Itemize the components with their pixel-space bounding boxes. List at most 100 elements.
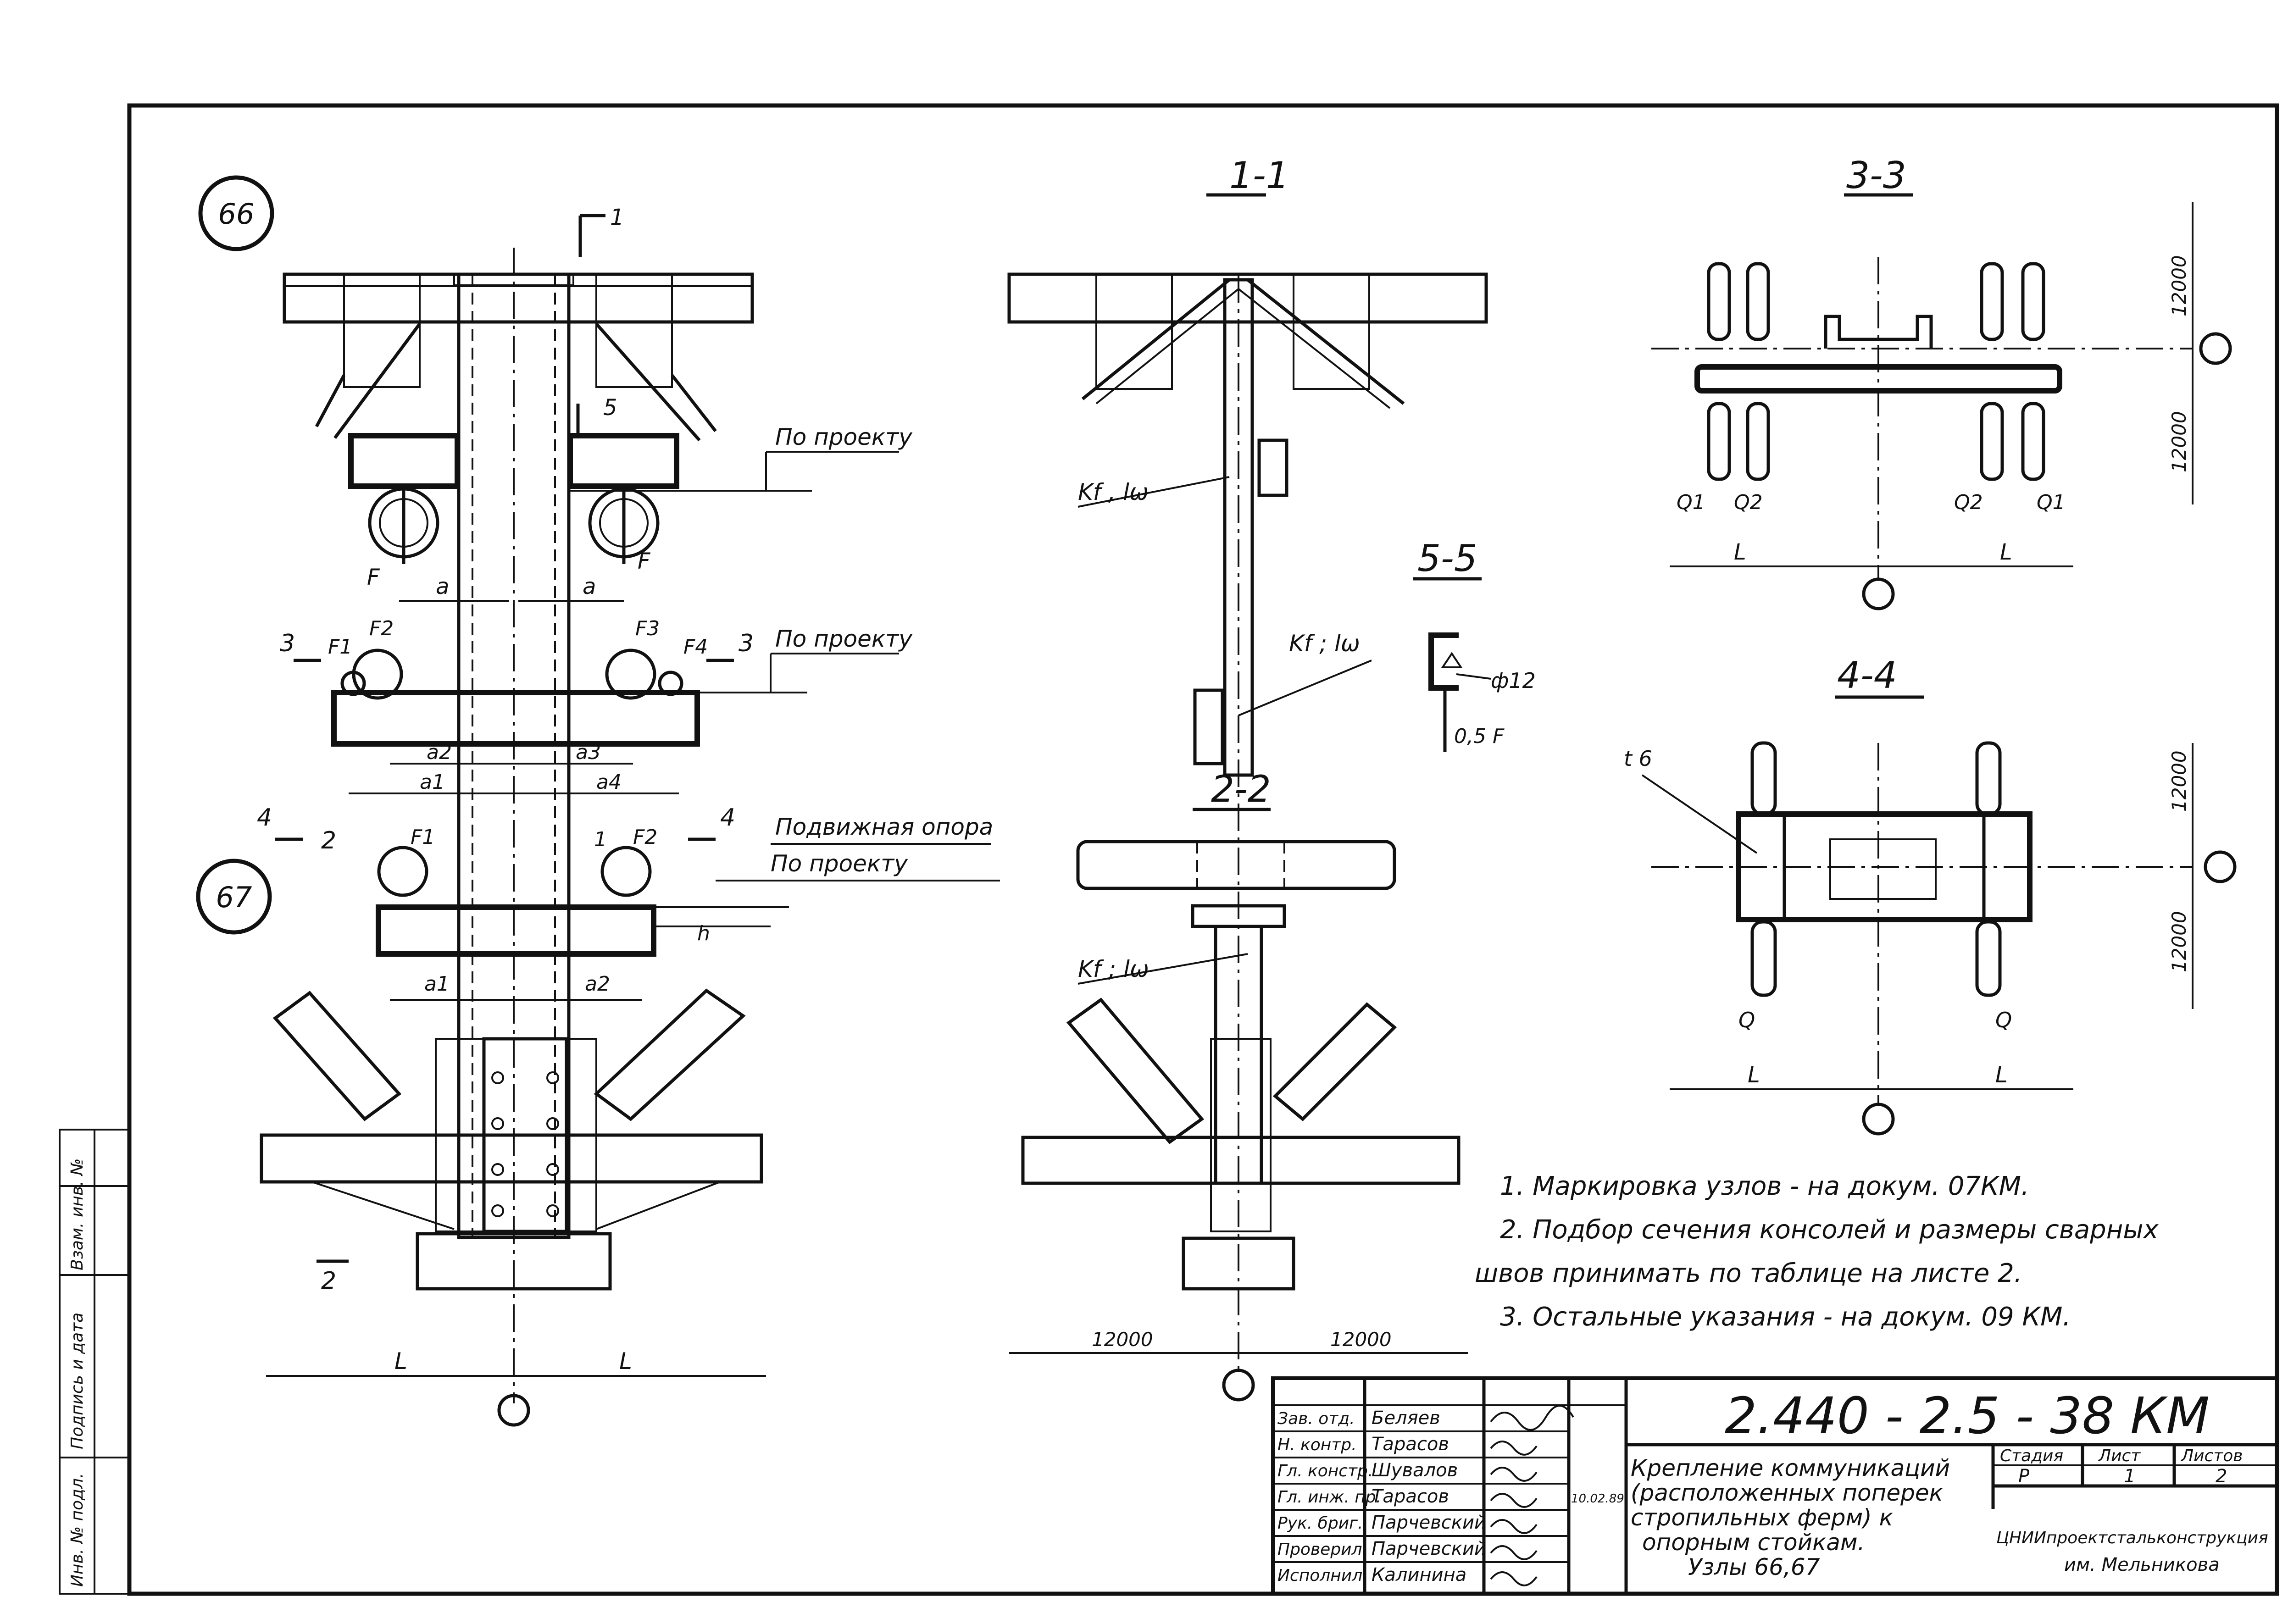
role-2: Гл. констр. [1277,1462,1373,1480]
note-3: 3. Остальные указания - на докум. 09 КМ. [1500,1302,2071,1332]
outer-frame [127,103,2279,1596]
section-2-2: 2-2 Kf ; lω 12000 12000 [1009,768,1468,1402]
dim-l-right: L [619,1348,632,1375]
dim-l-44-right: L [1995,1062,2008,1088]
role-5: Проверил [1277,1540,1362,1559]
role-1: Н. контр. [1277,1436,1357,1454]
cut-5-mark: 5 [603,395,617,421]
section-4-4-title: 4-4 [1837,654,1897,697]
section-5-5: 5-5 ф12 0,5 F [1413,537,1536,752]
axis-bubble-1-1 [1222,1369,1255,1402]
document-code: 2.440 - 2.5 - 38 КМ [1725,1386,2210,1445]
name-2: Шувалов [1372,1460,1458,1481]
stage-value: Р [2018,1466,2030,1487]
role-6: Исполнил [1277,1566,1362,1585]
org-line-1: ЦНИИпроектстальконструкция [1996,1529,2268,1547]
node-67-drawing: 67 4 2 1 4 F1 F2 h Подвижная опора По пр… [196,804,1000,1427]
force-f2-67: F2 [633,826,657,849]
axis-bubble-67 [497,1394,530,1427]
q2-right: Q2 [1954,491,1983,514]
title-line-1: Крепление коммуникаций [1631,1455,1950,1481]
dim-44-lower: 12000 [2168,911,2190,972]
axis-bubble-4-4-bottom [1862,1103,1895,1136]
role-4: Рук. бриг. [1277,1514,1363,1533]
axis-bubble-4-4-side [2204,850,2237,883]
dim-a4: a4 [596,770,622,794]
role-0: Зав. отд. [1277,1409,1355,1428]
dim-33-lower: 12000 [2168,411,2190,472]
elev-label-1: По проекту [775,424,913,450]
q1-left: Q1 [1677,491,1705,514]
dim-a2: a2 [427,741,452,764]
sheet-header: Лист [2098,1447,2141,1465]
note-1: 1. Маркировка узлов - на докум. 07КМ. [1500,1171,2029,1201]
force-f2: F2 [369,617,394,640]
cut-2-left: 2 [321,827,336,854]
axis-bubble-3-3-side [2199,332,2232,365]
sign-date: 10.02.89 [1571,1492,1624,1506]
force-f1-67: F1 [411,826,435,849]
dim-12000-right: 12000 [1330,1328,1392,1351]
title-line-5: Узлы 66,67 [1688,1554,1820,1580]
sheets-header: Листов [2180,1447,2243,1465]
force-f3: F3 [635,617,660,640]
margin-inv-podl: Инв. № подл. [68,1473,87,1587]
cut-1-mark-top: 1 [610,205,624,230]
dim-44-upper: 12000 [2168,750,2190,812]
plate-t6-label: t 6 [1624,746,1652,771]
name-0: Беляев [1372,1408,1440,1429]
q-right: Q [1995,1008,2012,1032]
elev-label-2: По проекту [775,626,913,652]
dim-33-upper: 12000 [2168,255,2190,316]
section-3-3-title: 3-3 [1846,154,1906,197]
cut-3-right: 3 [739,630,754,657]
dim-a-right: a [583,574,596,599]
force-f-left: F [367,565,380,590]
dim-l-33-right: L [2000,539,2012,565]
margin-strip: Взам. инв. № Подпись и дата Инв. № подл. [59,1129,130,1595]
axis-bubble-3-3-bottom [1862,577,1895,610]
section-3-3: 3-3 Q1 Q2 Q2 Q1 L L 12000 12000 [1651,154,2232,610]
name-4: Парчевский [1372,1512,1486,1533]
q2-left: Q2 [1734,491,1763,514]
title-line-2: (расположенных поперек [1631,1480,1943,1506]
node-66-drawing: 66 1 5 F F a [198,175,913,1403]
dim-a-left: a [436,574,449,599]
name-1: Тарасов [1372,1434,1449,1455]
node-67-label: 67 [216,881,252,914]
sheet-value: 1 [2124,1466,2135,1487]
dim-l-44-left: L [1748,1062,1760,1088]
note-2-cont: швов принимать по таблице на листе 2. [1475,1258,2022,1288]
dim-l-33-left: L [1734,539,1746,565]
dim-12000-left: 12000 [1092,1328,1153,1351]
dim-a2-67: a2 [585,972,610,996]
margin-vzam: Взам. инв. № [68,1158,87,1270]
stage-header: Стадия [2000,1447,2063,1465]
section-5-5-title: 5-5 [1417,537,1477,580]
force-f1: F1 [328,635,352,659]
q-left: Q [1738,1008,1755,1032]
title-block: Зав. отд. Н. контр. Гл. констр. Гл. инж.… [1271,1376,2279,1596]
org-line-2: им. Мельникова [2064,1554,2220,1575]
dim-a1-67: a1 [424,972,450,996]
section-2-2-title: 2-2 [1211,768,1271,810]
force-f4: F4 [683,635,708,659]
force-f-right: F [638,549,651,574]
elev-label-3: По проекту [771,850,908,877]
name-3: Тарасов [1372,1486,1449,1507]
label-movable-support: Подвижная опора [775,814,993,840]
cut-1-mark-bottom: 1 [594,828,607,851]
dim-h: h [697,922,710,945]
cut-2-bottom: 2 [321,1267,336,1295]
general-notes: 1. Маркировка узлов - на докум. 07КМ. 2.… [1475,1171,2159,1332]
sheets-value: 2 [2216,1466,2227,1487]
signatures [1490,1405,1574,1586]
dim-a1: a1 [420,770,445,794]
dim-a3: a3 [576,741,601,764]
section-4-4: 4-4 t 6 Q Q L L 12000 12000 [1624,654,2237,1136]
title-line-3: стропильных ферм) к [1631,1504,1893,1531]
role-3: Гл. инж. пр. [1277,1488,1381,1507]
cut-4-left: 4 [257,804,272,831]
half-f-label: 0,5 F [1454,725,1505,748]
